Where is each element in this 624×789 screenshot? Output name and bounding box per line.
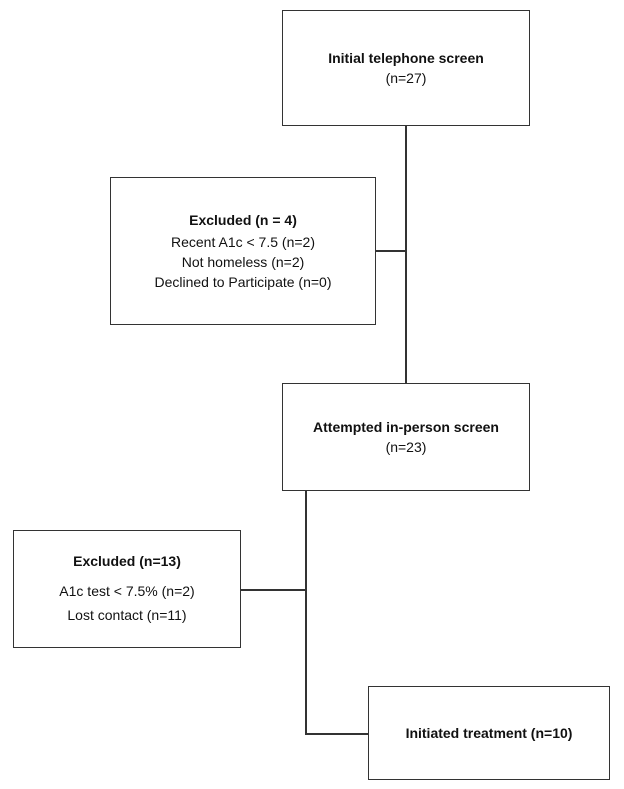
excluded-first-box: Excluded (n = 4) Recent A1c < 7.5 (n=2) … [110, 177, 376, 325]
excluded-second-item: Lost contact (n=11) [67, 607, 187, 623]
telephone-screen-title: Initial telephone screen [328, 50, 484, 66]
excluded-first-title: Excluded (n = 4) [189, 212, 297, 228]
excluded-second-box: Excluded (n=13) A1c test < 7.5% (n=2) Lo… [13, 530, 241, 648]
in-person-screen-title: Attempted in-person screen [313, 419, 499, 435]
connector-to-excluded-second [241, 589, 306, 591]
excluded-first-item: Not homeless (n=2) [181, 254, 305, 270]
connector-inperson-to-treatment [305, 491, 307, 734]
connector-telephone-to-inperson [405, 126, 407, 383]
telephone-screen-count: (n=27) [385, 70, 427, 86]
excluded-first-item: Recent A1c < 7.5 (n=2) [171, 234, 315, 250]
connector-to-excluded-first [376, 250, 406, 252]
initiated-treatment-title: Initiated treatment (n=10) [405, 725, 573, 741]
telephone-screen-box: Initial telephone screen (n=27) [282, 10, 530, 126]
in-person-screen-count: (n=23) [385, 439, 427, 455]
excluded-second-item: A1c test < 7.5% (n=2) [59, 583, 195, 599]
excluded-first-item: Declined to Participate (n=0) [154, 274, 332, 290]
connector-to-treatment [305, 733, 368, 735]
excluded-second-title: Excluded (n=13) [73, 553, 181, 569]
initiated-treatment-box: Initiated treatment (n=10) [368, 686, 610, 780]
in-person-screen-box: Attempted in-person screen (n=23) [282, 383, 530, 491]
